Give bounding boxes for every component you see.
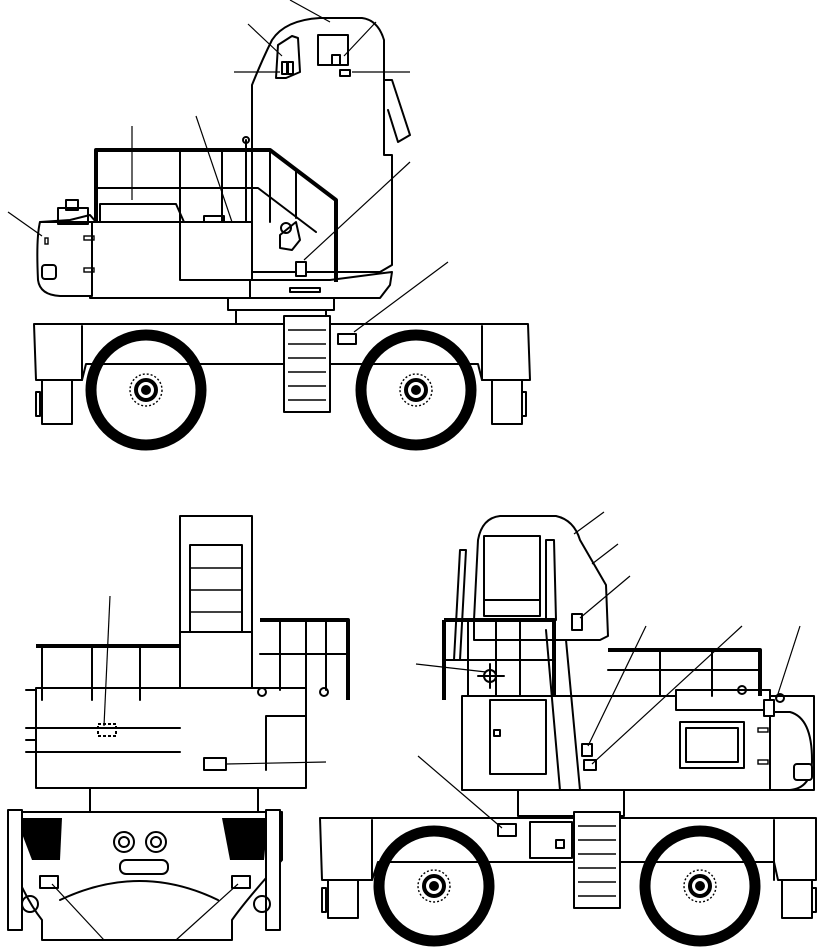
right-body xyxy=(461,629,815,791)
cab xyxy=(251,17,411,301)
rear-handrails xyxy=(25,618,350,741)
right-access-ladder xyxy=(573,811,621,909)
right-front-wheel xyxy=(373,825,495,947)
outriggers xyxy=(35,379,527,425)
leader-lines xyxy=(7,0,449,333)
access-ladder xyxy=(283,315,331,413)
side-view-right xyxy=(319,511,817,947)
side-view-left xyxy=(7,0,531,451)
front-wheel xyxy=(85,329,207,451)
right-outriggers xyxy=(321,879,817,919)
upper-body xyxy=(36,199,393,299)
rear-swing-ring xyxy=(89,787,259,813)
rear-leader-lines xyxy=(51,595,327,941)
handrails xyxy=(94,136,338,282)
right-handrails xyxy=(442,618,762,700)
right-cab xyxy=(453,515,609,661)
rear-wheel xyxy=(355,329,477,451)
rear-body xyxy=(25,687,307,789)
right-leader-lines xyxy=(415,511,801,829)
rear-chassis xyxy=(7,809,283,941)
rear-view xyxy=(7,515,350,941)
right-rear-wheel xyxy=(639,825,761,947)
